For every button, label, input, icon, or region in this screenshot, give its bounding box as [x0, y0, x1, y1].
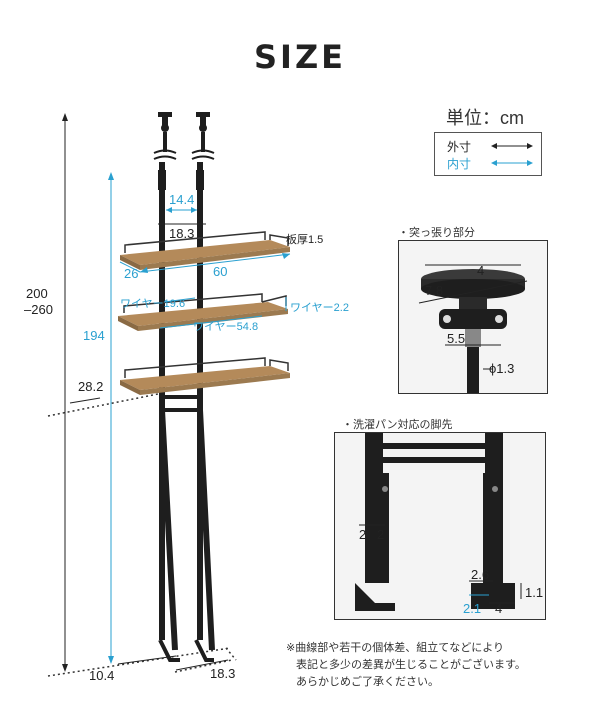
rod-diam-label: ϕ1.3 [489, 361, 515, 376]
top-caps [153, 112, 215, 160]
inner-height-label: 194 [83, 328, 105, 343]
height-range-top: 200 [26, 286, 48, 301]
top-width-label: 4 [477, 263, 485, 278]
depth-outer-label: 28.2 [78, 379, 104, 394]
foot-inner-label: 2.1 [463, 601, 482, 616]
height-arrow-top [62, 113, 68, 121]
wire-left-label: ワイヤー19.6 [120, 298, 186, 310]
inset1-caption: ・突っ張り部分 [398, 227, 475, 239]
page-title: SIZE [253, 38, 346, 76]
wire-right-label: ワイヤー2.2 [290, 302, 349, 314]
inset2-caption: ・洗濯パン対応の脚先 [342, 419, 453, 431]
legend-outer-label: 外寸 [447, 140, 472, 154]
height-range-bottom: –260 [24, 302, 53, 317]
note-line-2: 表記と多少の差異が生じることがございます。 [296, 659, 526, 671]
wire-width-label: ワイヤー54.8 [193, 321, 259, 333]
pole-inner-label: 14.4 [169, 192, 195, 207]
legend-inner-label: 内寸 [447, 157, 472, 171]
pole-outer-label: 18.3 [169, 226, 195, 241]
base-ext-line-left [47, 647, 231, 677]
depth-ext-line [47, 393, 159, 417]
head-diam-label: 7.8 [425, 283, 444, 298]
inner-height-arrow-top [108, 172, 114, 180]
leg-right-label: 2 [377, 527, 385, 542]
foot-side-label: 1.1 [525, 585, 544, 600]
base-left-label: 10.4 [89, 668, 115, 683]
shelf-width-label: 60 [213, 264, 228, 279]
inner-height-arrow-bottom [108, 656, 114, 664]
shelf-top [120, 231, 290, 270]
height-arrow-bottom [62, 664, 68, 672]
poles [158, 162, 215, 662]
note-line-1: ※曲線部や若干の個体差、組立てなどにより [286, 642, 504, 654]
shelf-bottom [120, 357, 290, 395]
tension-part-drawing [418, 264, 528, 393]
note-line-3: あらかじめご了承ください。 [296, 676, 439, 688]
legend-arrows [491, 143, 533, 166]
board-thickness-label: 板厚1.5 [286, 234, 324, 246]
base-right-label: 18.3 [210, 666, 236, 681]
unit-label: 単位：cm [446, 108, 524, 128]
legend-box: 外寸 内寸 [434, 132, 542, 176]
leg-left-label: 2 [359, 527, 367, 542]
foot-drawing [355, 433, 522, 611]
shelf-depth-label: 26 [124, 266, 139, 281]
inset-tension-part: 4 7.8 5.5 ϕ1.3 [398, 240, 548, 394]
base-width-label: 5.5 [447, 331, 466, 346]
disclaimer-note: ※曲線部や若干の個体差、組立てなどにより 表記と多少の差異が生じることがございま… [286, 640, 596, 691]
shelf-middle [118, 293, 288, 331]
inset-foot: 2 2 2.6 1.1 2.1 4 [334, 432, 546, 620]
foot-outer-label: 4 [495, 601, 503, 616]
foot-height-label: 2.6 [471, 567, 490, 582]
